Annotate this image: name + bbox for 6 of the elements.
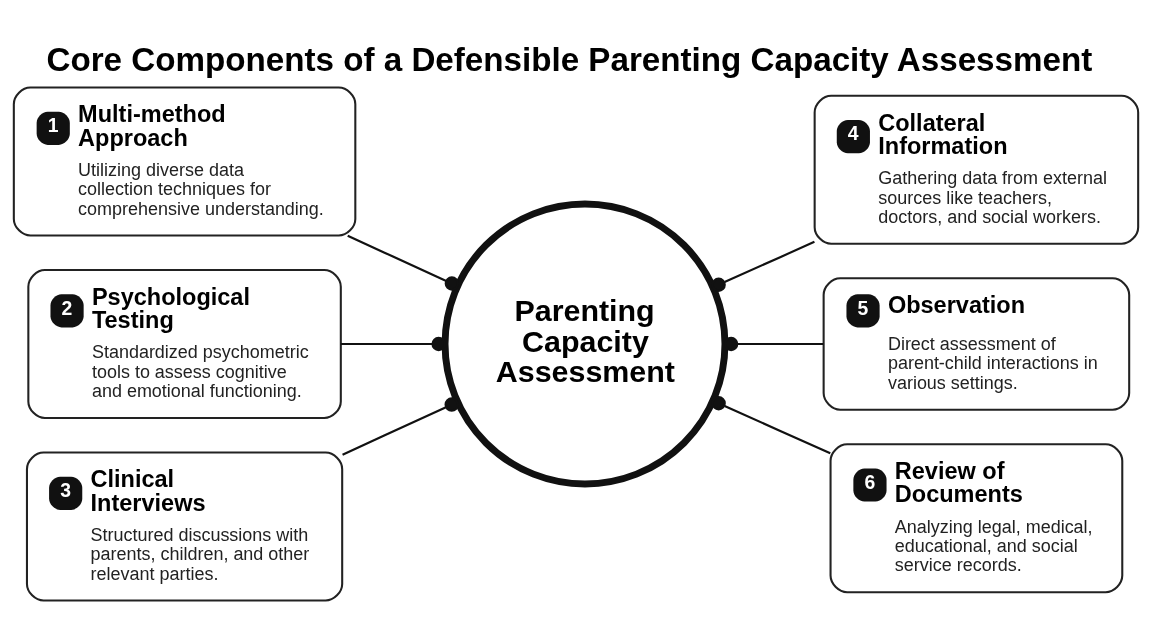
connector	[347, 234, 460, 291]
connector	[342, 396, 459, 456]
connector	[711, 395, 831, 454]
diagram-title: Core Components of a Defensible Parenting Capacity Assessment	[46, 40, 1093, 78]
connector	[711, 240, 815, 292]
node-box: 5 Observation Direct assessment of parent-child interactions in various settings.	[822, 276, 1131, 411]
